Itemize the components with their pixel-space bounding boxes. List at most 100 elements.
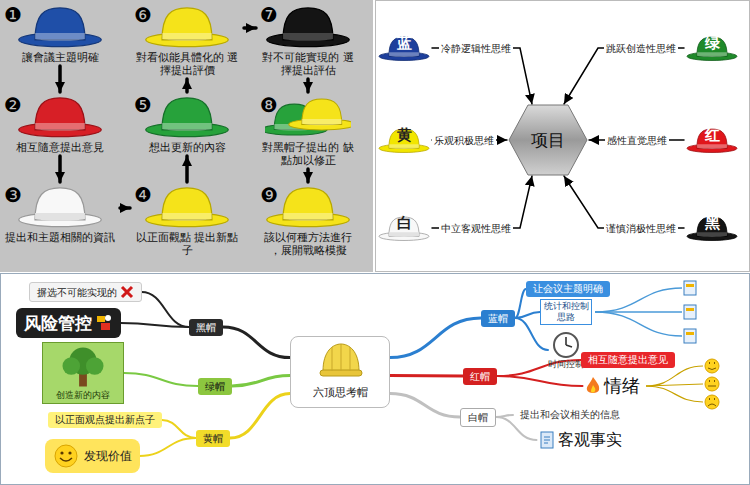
edge-label: 谨慎消极性思维 [606, 222, 676, 235]
drawing-part [379, 144, 429, 152]
hat-node: 白 [378, 203, 430, 253]
node-label: 對不可能實現的 選擇提出評估 [258, 51, 358, 77]
node-label: 摒选不可能实现的 [37, 286, 117, 299]
node-label: 红帽 [470, 370, 490, 383]
drawing-part [95, 313, 113, 333]
file-icon [684, 281, 696, 295]
drawing-part [554, 333, 578, 357]
branch-tag: 红帽 [463, 368, 497, 385]
node-label: 黄帽 [203, 432, 223, 445]
drawing-part [379, 232, 429, 240]
drawing-part [566, 337, 572, 347]
drawing-part [144, 94, 230, 138]
flow-arrow [564, 48, 684, 104]
leader-line [595, 312, 682, 336]
smiley-icons [705, 359, 719, 409]
drawing-part [144, 4, 230, 48]
edge-label: 乐观积极思维 [434, 134, 494, 147]
flow-arrow [185, 156, 189, 182]
drawing-part [144, 184, 230, 228]
drawing-part [35, 33, 85, 41]
drawing-part [544, 437, 550, 443]
edge-label: 感性直觉思维 [607, 134, 667, 147]
node-label: 黑帽 [196, 321, 216, 334]
callout-number: ❾ [258, 184, 278, 206]
hat-node: 蓝 [378, 23, 430, 73]
file-icons [684, 281, 696, 343]
drawing-part [17, 184, 103, 228]
edge-label: 跳跃创造性思维 [606, 42, 676, 55]
smiley-icon [705, 359, 719, 373]
mindmap-branch [515, 289, 526, 318]
leader-line [646, 384, 703, 386]
drawing-part [539, 431, 555, 449]
flow-arrow [564, 176, 684, 228]
hat-node: 绿 [686, 23, 738, 73]
edge-label-patch: 乐观积极思维 [432, 134, 496, 147]
drawing-part [19, 213, 102, 227]
callout-number: ❽ [258, 94, 278, 116]
branch-tag: 蓝帽 [481, 310, 515, 327]
drawing-part [19, 33, 102, 47]
drawing-part [105, 315, 111, 321]
node-label: 該以何種方法進行 ，展開戰略模擬 [258, 231, 358, 257]
mindmap-branch [497, 376, 583, 386]
mindmap-branch [223, 327, 290, 358]
drawing-part [323, 344, 359, 371]
drawing-part [162, 33, 212, 41]
central-topic: 六顶思考帽 [290, 336, 390, 408]
flow-arrow [432, 176, 532, 228]
topic-box: 风险管控 [16, 308, 121, 338]
node-label: 蓝 [378, 34, 430, 52]
mindmap-branch [390, 318, 481, 358]
hat-node: 红 [686, 115, 738, 165]
mindmap-branch [162, 420, 196, 438]
drawing-part [389, 144, 419, 149]
drawing-part [146, 123, 229, 137]
flow-arrow [58, 156, 62, 182]
drawing-part [697, 52, 727, 57]
node-label: 白帽 [468, 411, 488, 424]
topic-box: 统计和控制思路 [540, 299, 592, 325]
callout-number: ❸ [2, 184, 22, 206]
drawing-part [389, 232, 419, 237]
panel-ground [1, 274, 750, 485]
leader-line [646, 366, 703, 386]
drawing-part [552, 331, 580, 359]
node-label: 以正面觀點 提出新點子 [132, 231, 242, 257]
flow-arrow [58, 66, 62, 92]
drawing-part [687, 232, 737, 240]
numbered-hat: ❹ 以正面觀點 提出新點子 [132, 184, 242, 257]
drawing-part [60, 451, 63, 454]
drawing-part [267, 213, 350, 227]
drawing-part [302, 119, 342, 125]
edge-label-patch: 感性直觉思维 [605, 134, 669, 147]
callout-number: ❹ [132, 184, 152, 206]
node-label: 红 [686, 126, 738, 144]
edge-label: 中立客观性思维 [441, 222, 511, 235]
edge-label-patch: 谨慎消极性思维 [604, 222, 678, 235]
drawing-part [687, 52, 737, 60]
node-label: 相互隨意提出意見 [16, 141, 104, 154]
branch-tag: 绿帽 [198, 378, 232, 395]
node-label: 风险管控 [24, 312, 92, 334]
node-label: 统计和控制思路 [543, 301, 589, 323]
drawing-part [541, 432, 553, 448]
drawing-part [585, 376, 601, 396]
drawing-part [509, 105, 587, 175]
drawing-part [101, 323, 110, 330]
mindmap-branch [232, 376, 290, 386]
node-label: 黑 [686, 214, 738, 232]
node-label: 六顶思考帽 [291, 385, 389, 400]
node-label: 发现价值 [84, 449, 132, 464]
numbered-hat: ❸提出和主題相關的資訊 [2, 184, 118, 244]
branch-tag: 黑帽 [189, 319, 223, 336]
numbered-hat: ❺想出更新的內容 [132, 94, 242, 154]
numbered-hat: ❽對黑帽子提出的 缺點加以修正 [258, 94, 358, 167]
mindmap-branch [142, 292, 190, 327]
node-label: 绿帽 [205, 380, 225, 393]
node-label: 讓會議主題明確 [22, 51, 99, 64]
drawing-part [19, 123, 102, 137]
node-label: 對看似能具體化的 選擇提出評價 [132, 51, 242, 77]
flow-arrow [120, 206, 130, 210]
